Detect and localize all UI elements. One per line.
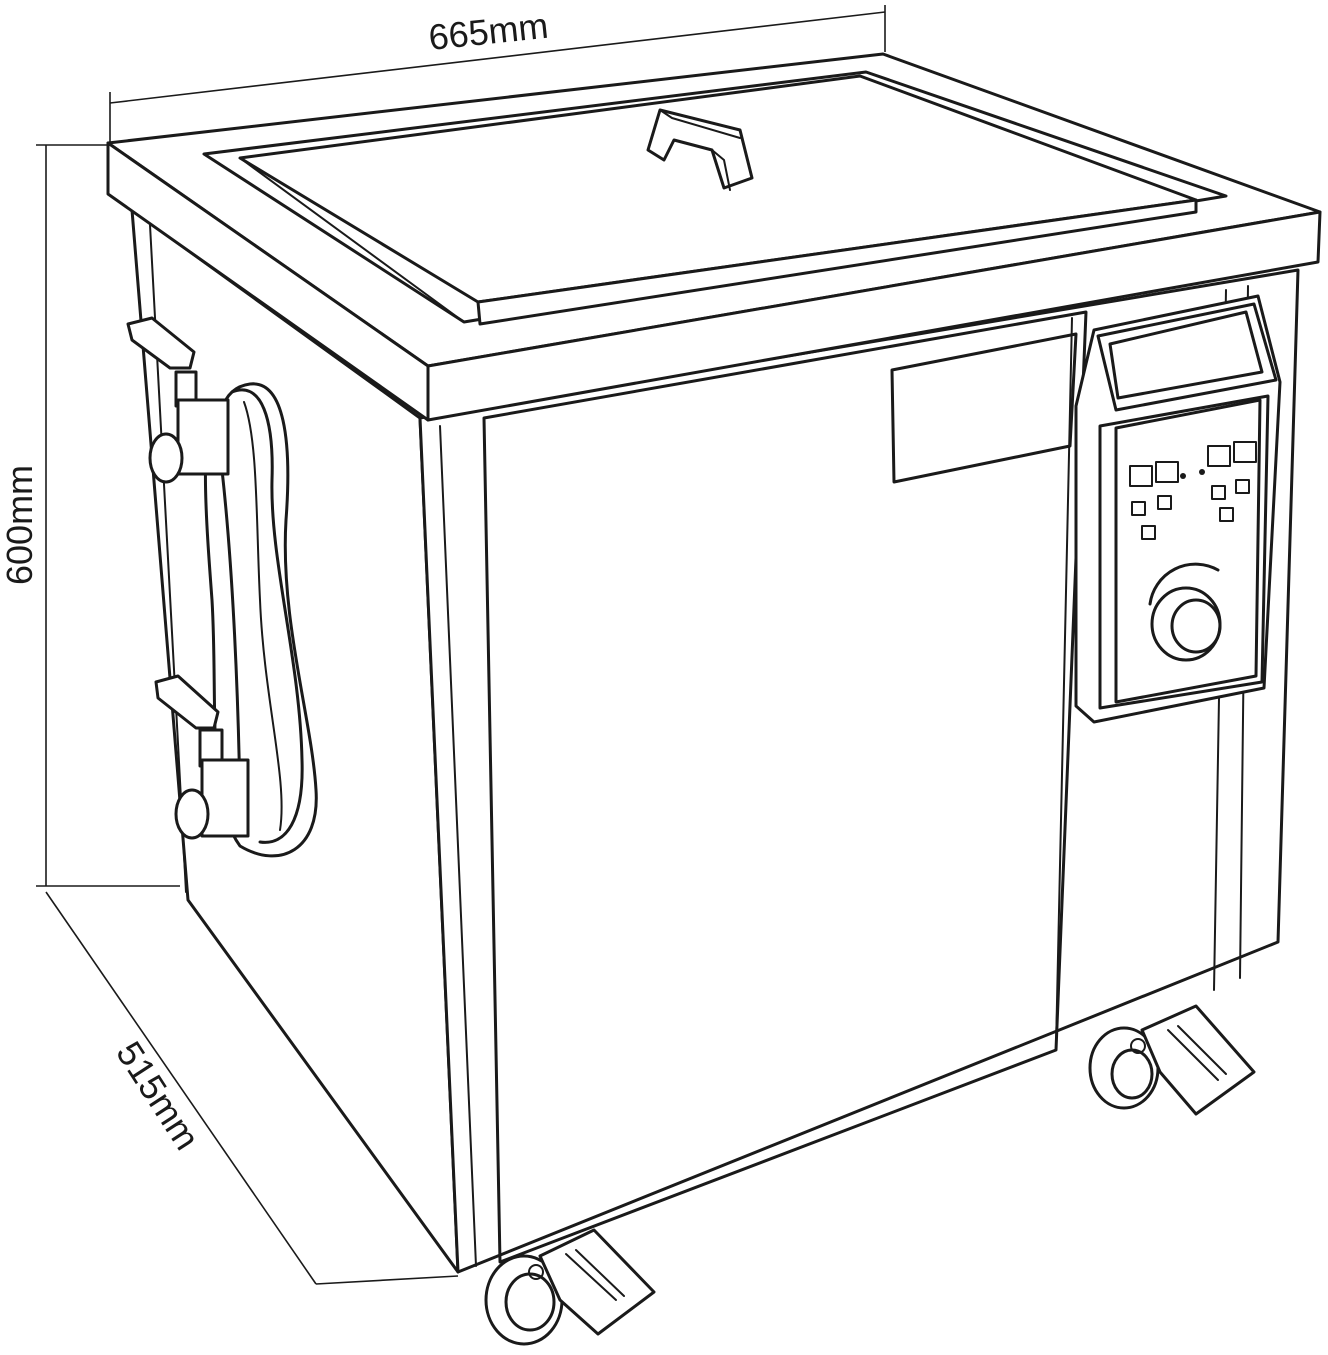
dimension-depth-line xyxy=(45,891,459,1285)
label-plate xyxy=(890,332,1078,484)
digit-display-3 xyxy=(1207,445,1231,467)
lid xyxy=(238,74,1198,326)
button-2 xyxy=(1157,495,1172,510)
upper-drain-valve[interactable] xyxy=(126,316,230,484)
lower-drain-valve[interactable] xyxy=(154,674,250,840)
rear-caster xyxy=(1088,1004,1256,1116)
lid-handle[interactable] xyxy=(646,108,754,191)
height-label: 600mm xyxy=(0,465,40,585)
depth-label: 515mm xyxy=(108,1034,208,1157)
button-5 xyxy=(1235,479,1250,494)
button-6 xyxy=(1219,507,1234,522)
width-label: 665mm xyxy=(427,5,551,58)
control-buttons[interactable] xyxy=(1129,441,1257,540)
control-panel xyxy=(1074,294,1282,724)
control-knob[interactable] xyxy=(1148,562,1222,662)
front-caster xyxy=(484,1228,656,1346)
digit-display-2 xyxy=(1155,461,1179,483)
button-4 xyxy=(1211,485,1226,500)
digit-display-1 xyxy=(1129,465,1153,487)
display-screen xyxy=(1108,310,1264,400)
button-3 xyxy=(1141,525,1156,540)
button-1 xyxy=(1131,501,1146,516)
dimension-height-line xyxy=(36,144,180,887)
digit-display-4 xyxy=(1233,441,1257,463)
dimension-width-line xyxy=(109,5,886,142)
